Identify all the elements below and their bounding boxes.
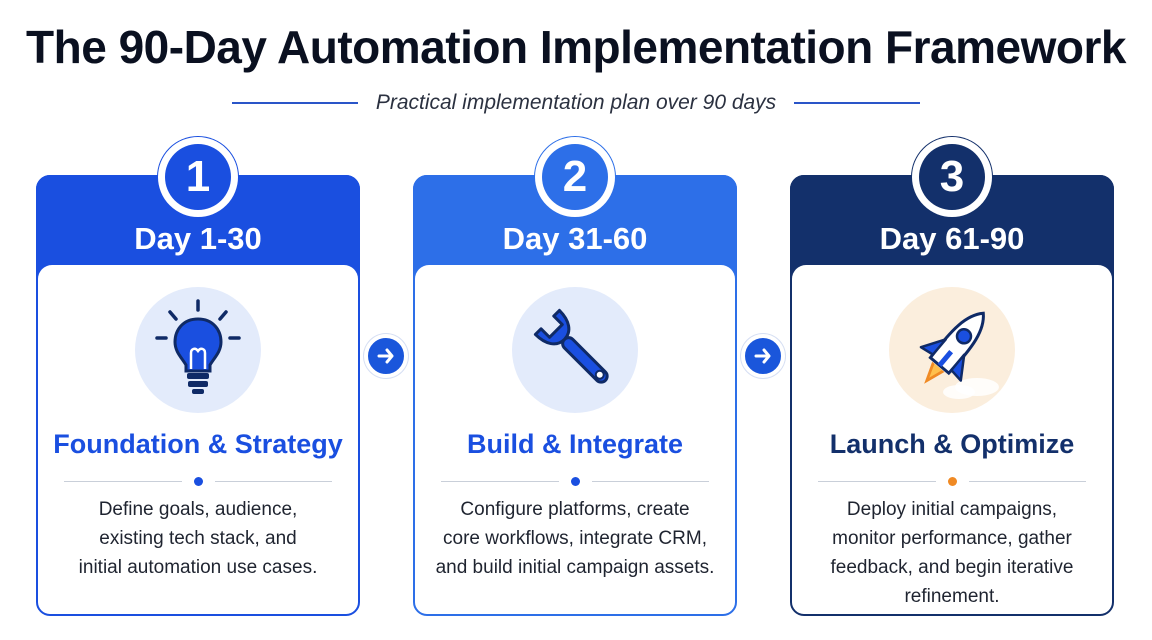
phase-number-badge: 2	[535, 137, 615, 217]
rocket-icon	[919, 311, 999, 399]
subtitle-line-left	[231, 102, 358, 104]
phase-card-1: 1 Day 1-30 Foundation & Strategy Define …	[36, 137, 360, 616]
lightbulb-icon	[155, 299, 241, 394]
phase-number: 1	[165, 144, 231, 210]
phase-number: 2	[542, 144, 608, 210]
divider-dot	[193, 476, 203, 486]
phase-day-range: Day 61-90	[879, 221, 1025, 256]
divider-dot	[570, 476, 580, 486]
icon-circle	[512, 287, 638, 413]
page-title: The 90-Day Automation Implementation Fra…	[26, 21, 1126, 73]
phase-title: Launch & Optimize	[829, 429, 1075, 459]
phase-divider	[818, 476, 1086, 486]
phase-number-badge: 1	[158, 137, 238, 217]
subtitle-line-right	[794, 102, 921, 104]
phase-day-range: Day 1-30	[134, 221, 262, 256]
icon-circle	[889, 287, 1015, 413]
phase-description: Deploy initial campaigns, monitor perfor…	[830, 499, 1074, 607]
arrow-right-icon	[377, 348, 394, 364]
phase-title: Foundation & Strategy	[53, 429, 343, 459]
phase-number-badge: 3	[912, 137, 992, 217]
page-subtitle: Practical implementation plan over 90 da…	[375, 91, 777, 114]
phase-day-range: Day 31-60	[502, 221, 648, 256]
phase-card-2: 2 Day 31-60 Build & Integrate Configure …	[413, 137, 737, 616]
phase-divider	[441, 476, 709, 486]
arrow-connector-1	[364, 334, 408, 378]
arrow-right-icon	[754, 348, 771, 364]
phase-title: Build & Integrate	[466, 429, 683, 459]
subtitle-row: Practical implementation plan over 90 da…	[0, 88, 1152, 118]
phase-card-3: 3 Day 61-90 Launch & Optimize Deploy ini…	[790, 137, 1114, 616]
wrench-icon	[533, 308, 609, 384]
phase-number: 3	[919, 144, 985, 210]
phase-description: Configure platforms, create core workflo…	[435, 499, 715, 578]
phase-divider	[64, 476, 332, 486]
icon-circle	[135, 287, 261, 413]
arrow-connector-2	[741, 334, 785, 378]
divider-dot	[947, 476, 957, 486]
phase-description: Define goals, audience, existing tech st…	[78, 499, 318, 578]
